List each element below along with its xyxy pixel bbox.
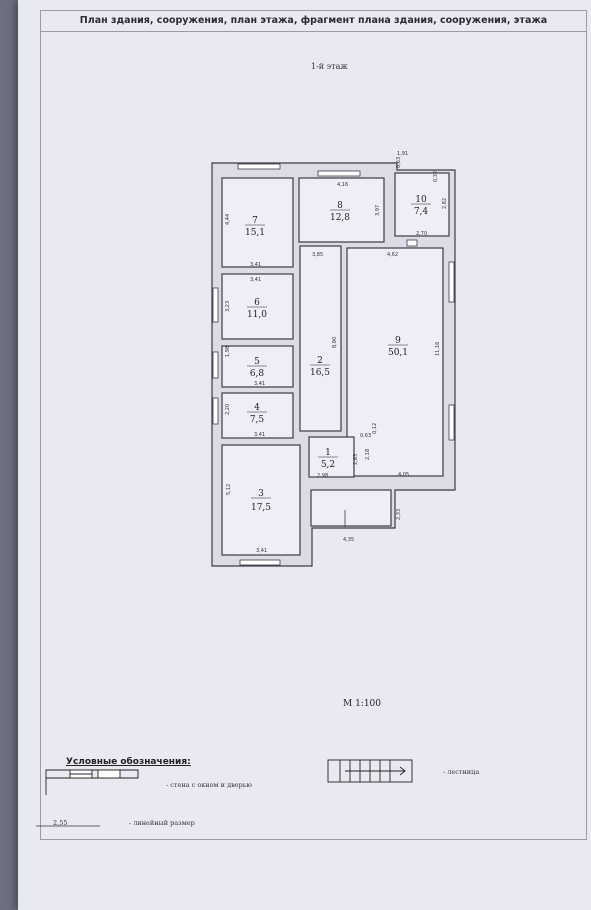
room-3-number: 3 [258, 489, 264, 499]
dim-label: 3,23 [225, 301, 231, 312]
window [239, 559, 281, 566]
room-2 [299, 245, 342, 432]
dim-label: 0,32 [433, 171, 439, 182]
room-8-area: 12,8 [330, 213, 350, 223]
dim-label: 0,63 [396, 157, 402, 168]
dim-label: 2,33 [396, 509, 402, 520]
legend-stairs-label: - лестница [443, 768, 480, 776]
plan-title: План здания, сооружения, план этажа, фра… [79, 15, 548, 26]
floor-label: 1-й этаж [311, 62, 348, 71]
dim-label: 4,05 [398, 472, 409, 478]
dim-label: 0,12 [372, 423, 378, 434]
dim-label: 0,63 [360, 433, 371, 439]
legend-heading: Условные обозначения: [66, 757, 191, 767]
room-6 [221, 273, 294, 340]
legend-wall-label: - стена с окном и дверью [166, 781, 252, 789]
legend-stairs-symbol [327, 759, 413, 783]
window [448, 261, 455, 303]
room-10-number: 10 [415, 195, 427, 205]
window [406, 239, 418, 247]
room-4 [221, 392, 294, 439]
dim-label: 4,44 [225, 214, 231, 225]
room-9-area: 50,1 [388, 348, 408, 358]
dim-label: 1,98 [225, 346, 231, 357]
title-divider [41, 31, 586, 32]
window [212, 397, 219, 425]
porch [310, 489, 392, 527]
room-4-number: 4 [254, 403, 260, 413]
room-2-number: 2 [317, 356, 323, 366]
room-9-number: 9 [395, 336, 401, 346]
scale-label: М 1:100 [343, 699, 382, 709]
room-5-area: 6,8 [250, 369, 265, 379]
legend-wall-symbol [45, 769, 139, 795]
room-2-area: 16,5 [310, 368, 330, 378]
dim-label: 2,20 [225, 404, 231, 415]
window [212, 351, 219, 379]
dim-label: 2,70 [416, 231, 427, 237]
room-4-area: 7,5 [250, 415, 265, 425]
dim-label: 2,18 [365, 449, 371, 460]
dim-label: 4,16 [337, 182, 348, 188]
room-6-area: 11,0 [247, 310, 267, 320]
room-3-area: 17,5 [251, 503, 271, 513]
dim-label: 4,62 [387, 252, 398, 258]
room-9 [346, 247, 444, 477]
window [317, 170, 361, 177]
dim-label: 2,98 [317, 473, 328, 479]
room-1-area: 5,2 [321, 460, 335, 470]
legend-dim-sample: 2,55 [53, 819, 68, 827]
room-1-number: 1 [325, 448, 331, 458]
dim-label: 4,35 [343, 537, 354, 543]
room-3 [221, 444, 301, 556]
dim-label: 1,91 [397, 151, 408, 157]
room-8-number: 8 [337, 201, 343, 211]
dim-label: 3,41 [256, 548, 267, 554]
legend-dim-label: - линейный размер [129, 819, 195, 827]
dim-label: 3,41 [250, 262, 261, 268]
dim-label: 8,90 [332, 337, 338, 348]
dim-label: 3,41 [254, 432, 265, 438]
dim-label: 3,85 [312, 252, 323, 258]
dim-label: 3,41 [250, 277, 261, 283]
room-7 [221, 177, 294, 268]
dim-label: 5,12 [226, 484, 232, 495]
dim-label: 3,97 [375, 205, 381, 216]
room-5 [221, 345, 294, 388]
room-7-number: 7 [252, 216, 258, 226]
room-10 [394, 172, 450, 237]
dim-label: 2,63 [353, 454, 359, 465]
room-7-area: 15,1 [245, 228, 265, 238]
dim-label: 11,16 [435, 342, 441, 356]
window [448, 404, 455, 441]
window [212, 287, 219, 323]
room-10-area: 7,4 [414, 207, 429, 217]
room-6-number: 6 [254, 298, 260, 308]
dim-label: 3,41 [254, 381, 265, 387]
room-5-number: 5 [254, 357, 260, 367]
window [237, 163, 281, 170]
dim-label: 2,82 [442, 198, 448, 209]
drawing-frame: План здания, сооружения, план этажа, фра… [40, 10, 587, 840]
